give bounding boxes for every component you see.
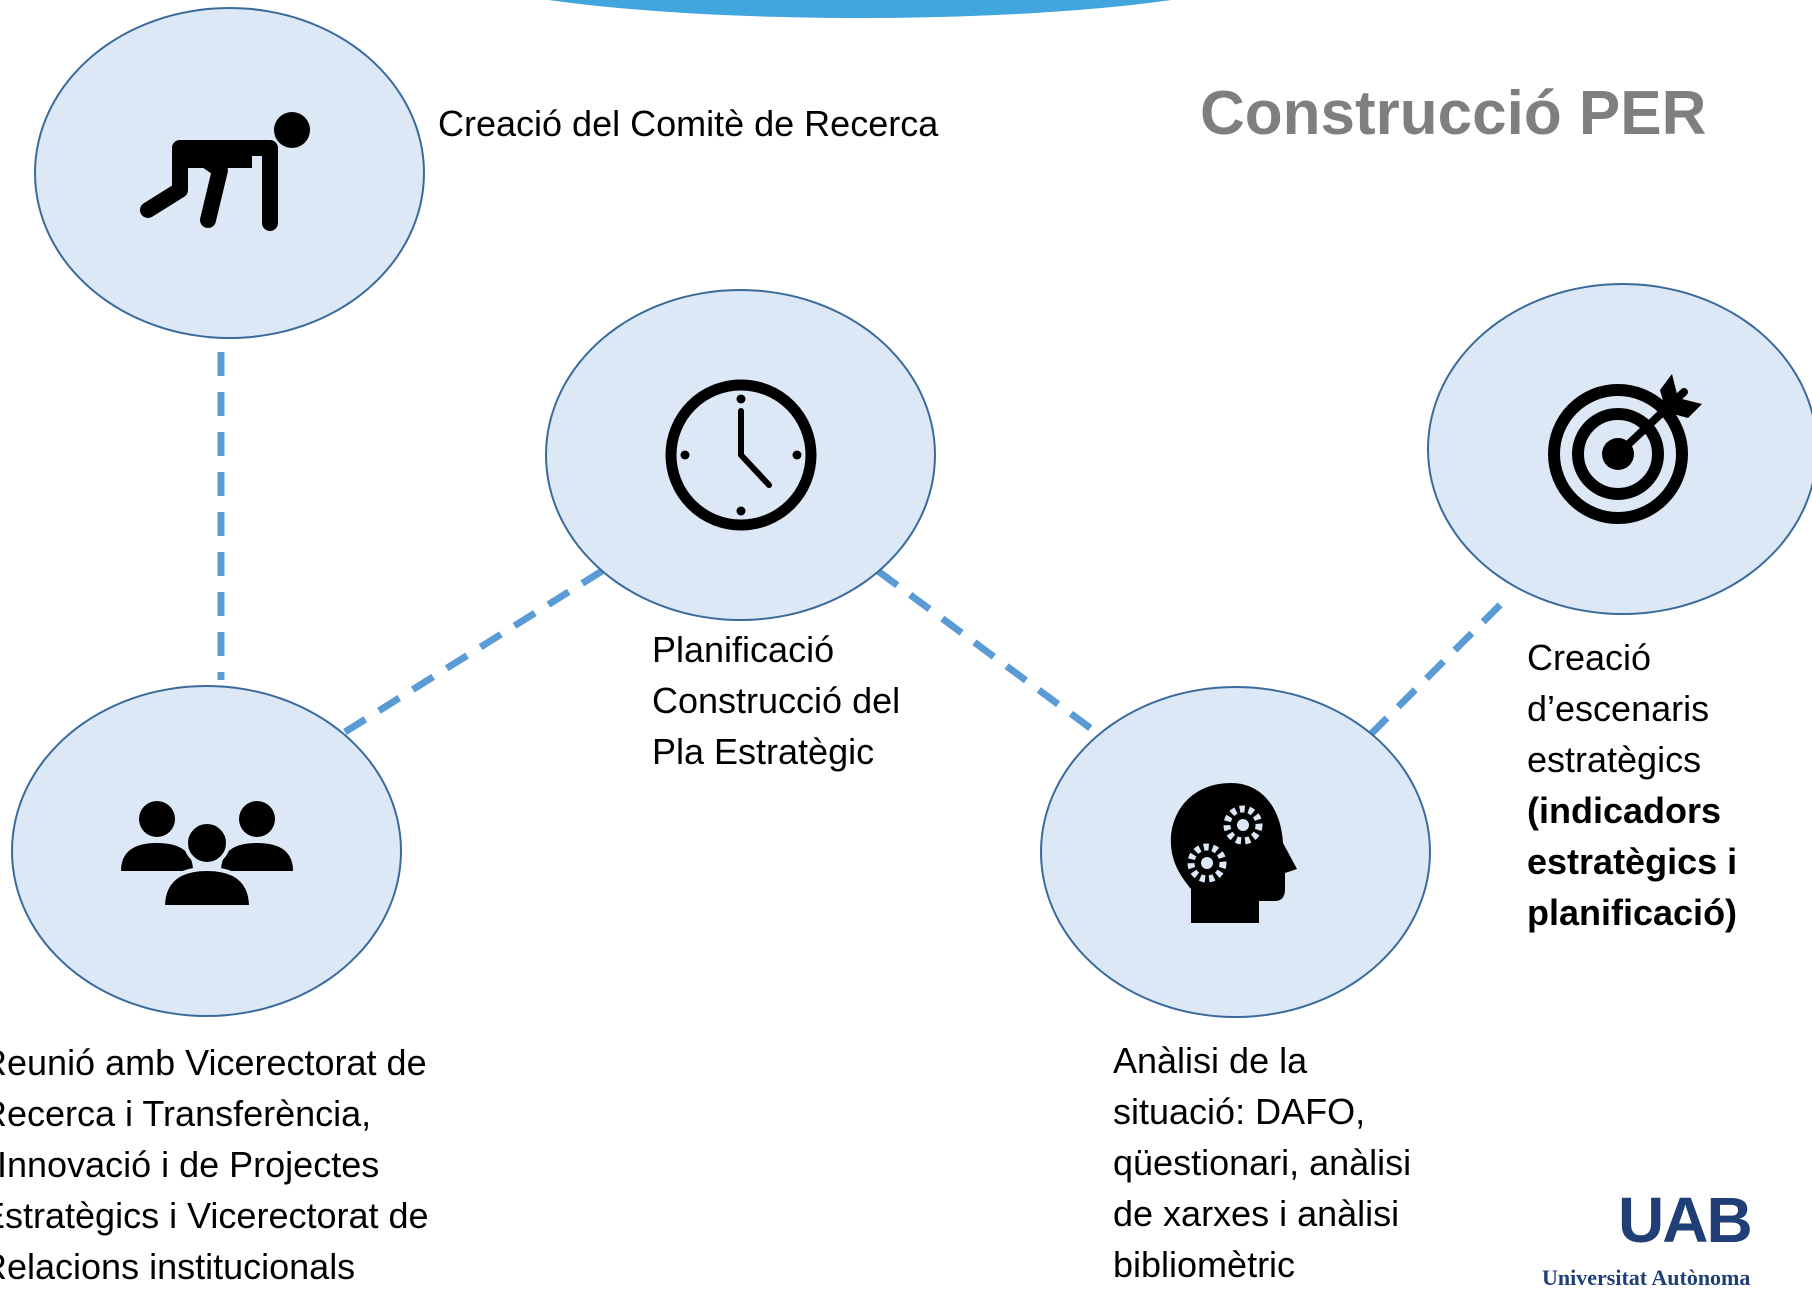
step-label-line: bibliomètric xyxy=(1113,1244,1296,1285)
step-label-line: qüestionari, anàlisi xyxy=(1113,1142,1412,1183)
uab-logo-subtitle: Universitat Autònoma xyxy=(1542,1265,1751,1290)
step-label-line: Reunió amb Vicerectorat de xyxy=(0,1042,427,1083)
step-label-line-bold: planificació) xyxy=(1527,892,1738,933)
step-label-3: Planificació Construcció del Pla Estratè… xyxy=(652,624,900,777)
runner-start-icon xyxy=(139,112,310,231)
step-node-5 xyxy=(1427,283,1812,615)
step-label-line: d’escenaris xyxy=(1527,688,1710,729)
step-label-line: Estratègics i Vicerectorat de xyxy=(0,1195,429,1236)
step-label-line: estratègics xyxy=(1527,739,1702,780)
team-icon xyxy=(120,801,293,909)
clock-icon xyxy=(665,379,816,531)
step-label-line: de xarxes i anàlisi xyxy=(1113,1193,1400,1234)
step-label-line: Creació xyxy=(1527,637,1652,678)
step-label-line: Recerca i Transferència, xyxy=(0,1093,372,1134)
target-icon xyxy=(1547,374,1702,524)
connector-4-5 xyxy=(1367,595,1510,738)
page-title: Construcció PER xyxy=(1200,79,1707,148)
step-label-line: Relacions institucionals xyxy=(0,1246,356,1287)
step-label-line: l’Innovació i de Projectes xyxy=(0,1144,380,1185)
connector-3-4 xyxy=(875,568,1100,736)
uab-logo-mark: UAB xyxy=(1618,1184,1753,1256)
step-label-5: Creació d’escenaris estratègics (indicad… xyxy=(1527,632,1737,938)
step-label-line: situació: DAFO, xyxy=(1113,1091,1366,1132)
head-gears-icon xyxy=(1170,783,1297,923)
step-label-line: Planificació xyxy=(652,629,835,670)
step-node-4 xyxy=(1040,686,1431,1018)
step-label-line-bold: (indicadors xyxy=(1527,790,1722,831)
step-node-3 xyxy=(545,289,936,621)
step-label-line-bold: estratègics i xyxy=(1527,841,1738,882)
step-label-line: Anàlisi de la xyxy=(1113,1040,1308,1081)
step-node-2 xyxy=(11,685,402,1017)
step-label-line: Construcció del xyxy=(652,680,901,721)
step-label-4: Anàlisi de la situació: DAFO, qüestionar… xyxy=(1113,1035,1411,1290)
step-label-line: Pla Estratègic xyxy=(652,731,875,772)
connector-2-3 xyxy=(343,568,604,735)
step-label-1: Creació del Comitè de Recerca xyxy=(438,98,938,149)
step-label-line: Creació del Comitè de Recerca xyxy=(438,103,939,144)
step-label-2: Reunió amb Vicerectorat de Recerca i Tra… xyxy=(0,1037,429,1292)
step-node-1 xyxy=(34,7,425,339)
